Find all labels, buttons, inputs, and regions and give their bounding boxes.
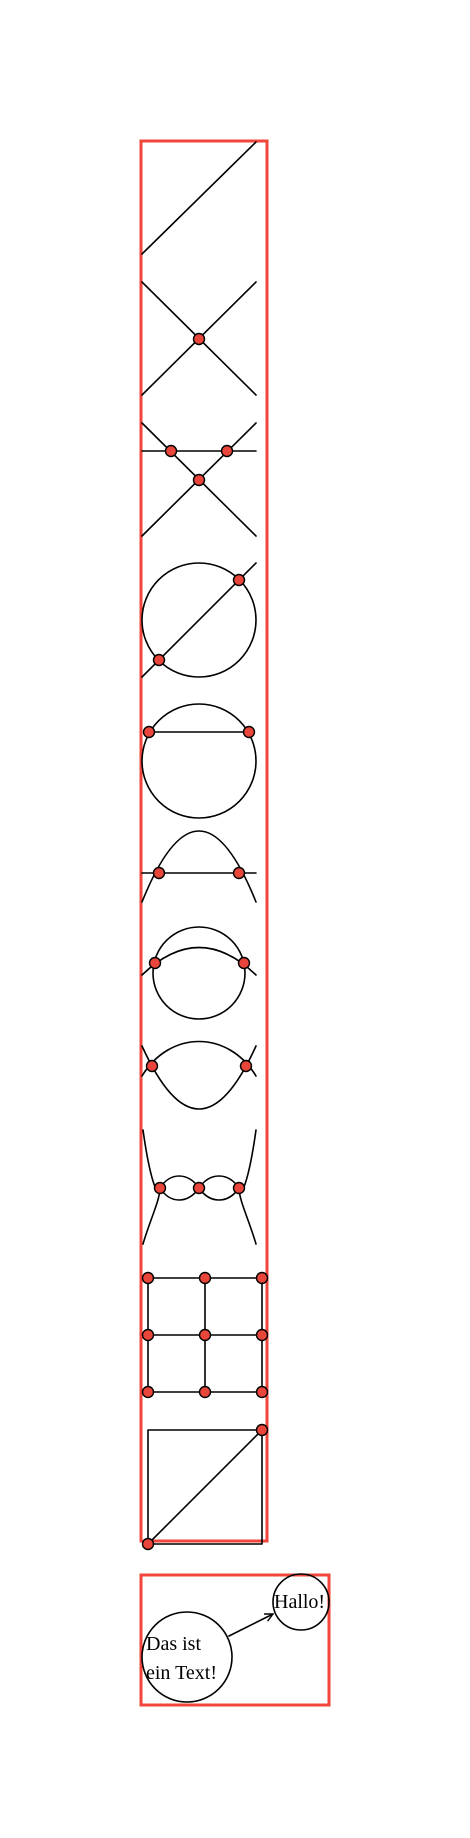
- text-node-right: [272, 1573, 330, 1631]
- grid-point: [255, 1271, 269, 1285]
- text-node-left: [141, 1611, 233, 1703]
- intersection-point: [153, 1181, 167, 1195]
- intersection-point: [148, 956, 162, 970]
- intersection-point: [239, 1059, 253, 1073]
- grid-point: [198, 1328, 212, 1342]
- panel-square-diagonal: [141, 1423, 269, 1551]
- arrow-edge: [228, 1613, 273, 1637]
- lower-diagram: Das ist ein Text! Hallo!: [141, 1573, 330, 1703]
- intersection-point: [232, 866, 246, 880]
- intersection-point: [232, 1181, 246, 1195]
- diagonal-line: [141, 141, 257, 255]
- intersection-point: [232, 573, 246, 587]
- node-left-label-line2: ein Text!: [146, 1662, 217, 1684]
- grid-point: [141, 1328, 155, 1342]
- panel-wavy-curves: [142, 1129, 257, 1245]
- circle: [141, 703, 257, 819]
- panel-circle-secant: [141, 562, 257, 678]
- upper-strip-frame: [139, 139, 269, 1543]
- intersection-point: [142, 725, 156, 739]
- circle: [152, 926, 246, 1020]
- intersection-point: [152, 653, 166, 667]
- grid-point: [198, 1271, 212, 1285]
- grid-point: [255, 1328, 269, 1342]
- parabola-curve: [141, 830, 257, 903]
- intersection-point: [152, 866, 166, 880]
- intersection-point: [237, 956, 251, 970]
- grid-point: [141, 1385, 155, 1399]
- panel-two-crossing-lines: [141, 281, 257, 396]
- square: [147, 1429, 263, 1545]
- panel-circle-arc: [141, 926, 257, 1020]
- panel-three-lines: [141, 422, 257, 537]
- intersection-point: [164, 444, 178, 458]
- square-diagonal: [147, 1429, 263, 1545]
- intersection-point: [242, 725, 256, 739]
- panel-parabola-line: [141, 830, 257, 903]
- node-left-label-line1: Das ist: [146, 1633, 201, 1655]
- intersection-point: [220, 444, 234, 458]
- panel-circle-chord: [141, 703, 257, 819]
- intersection-point: [192, 1181, 206, 1195]
- intersection-point: [192, 332, 206, 346]
- grid-point: [198, 1385, 212, 1399]
- panel-grid: [141, 1271, 269, 1399]
- circle: [141, 562, 257, 678]
- panel-diagonal-line: [141, 141, 257, 255]
- node-right-label: Hallo!: [274, 1591, 325, 1613]
- intersection-point: [145, 1059, 159, 1073]
- upper-curve: [141, 1040, 257, 1077]
- lower-diagram-frame: [139, 1573, 331, 1707]
- panel-lens-curves: [141, 1040, 257, 1110]
- grid-point: [255, 1385, 269, 1399]
- grid-point: [141, 1271, 155, 1285]
- corner-point: [141, 1537, 155, 1551]
- intersection-point: [192, 473, 206, 487]
- lower-curve: [141, 1045, 257, 1110]
- corner-point: [255, 1423, 269, 1437]
